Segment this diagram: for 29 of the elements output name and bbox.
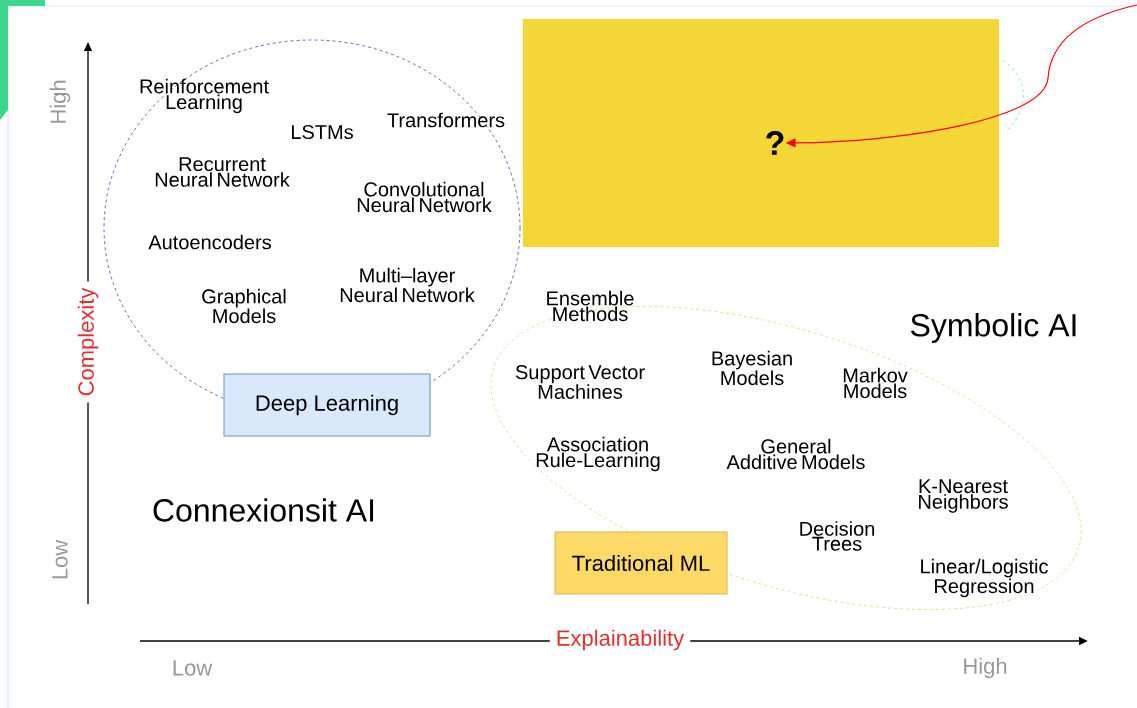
method-label: Markov Models xyxy=(843,367,908,399)
method-label: Autoencoders xyxy=(148,234,271,250)
method-label: General Additive Models xyxy=(726,438,865,470)
method-label: Recurrent Neural Network xyxy=(155,157,290,187)
method-label: Decision Trees xyxy=(800,521,875,551)
cover-box xyxy=(523,19,999,247)
method-label: Transformers xyxy=(387,112,505,128)
axis-tick-label: High xyxy=(49,80,71,123)
method-label: LSTMs xyxy=(292,124,353,140)
axis-tick-label: High xyxy=(964,657,1007,679)
method-label: Linear/Logistic Regression xyxy=(921,558,1048,598)
axis-tick-label: Low xyxy=(173,660,213,676)
method-label: Multi–layer Neural Network xyxy=(340,267,475,303)
axis-title: Explainability xyxy=(549,628,691,652)
method-label: Support Vector Machines xyxy=(515,365,645,399)
axis-title: Complexity xyxy=(76,281,100,403)
method-label: Graphical Models xyxy=(202,288,286,324)
method-label: Reinforcement Learning xyxy=(140,78,269,114)
region-label: Connexionsit AI xyxy=(153,498,374,522)
method-label: Association Rule-Learning xyxy=(536,436,660,472)
method-label: K-Nearest Neighbors xyxy=(919,479,1008,513)
method-label: Ensemble Methods xyxy=(547,290,634,322)
method-label: Bayesian Models xyxy=(712,350,792,386)
region-label: Symbolic AI xyxy=(911,313,1076,343)
question-mark: ? xyxy=(766,131,784,155)
category-box: Traditional ML xyxy=(554,531,728,595)
axis-tick-label: Low xyxy=(52,539,68,579)
category-box: Deep Learning xyxy=(223,373,431,437)
method-label: Convolutional Neural Network xyxy=(357,181,492,213)
